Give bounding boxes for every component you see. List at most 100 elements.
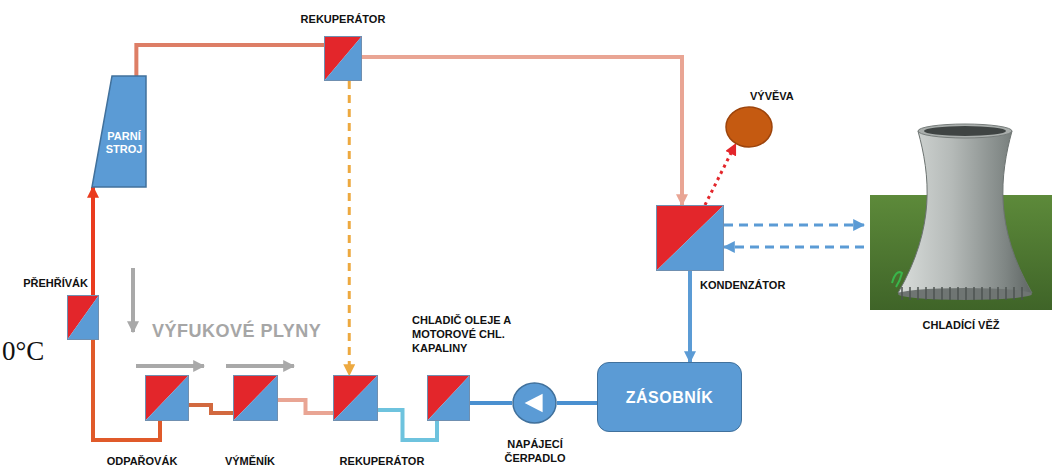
flow-connector — [705, 144, 736, 205]
flow-connector — [136, 45, 324, 76]
part-label: CHLADIČ OLEJE A MOTOROVÉ CHL. KAPALINY — [412, 314, 511, 354]
exhaust-arrow — [131, 268, 135, 332]
heat-exchanger-shape — [67, 295, 99, 340]
cold-side — [427, 375, 470, 421]
part-label: VÝMĚNÍK — [225, 455, 275, 467]
tower-column — [909, 287, 911, 300]
tower-base — [898, 288, 1032, 300]
steam-engine: PARNÍ STROJ — [88, 76, 150, 187]
heat-exchanger: REKUPERÁTOR — [333, 375, 378, 421]
part-label-box: CHLADÍCÍ VĚŽ — [870, 318, 1052, 332]
part-label: ODPAŘOVÁK — [107, 455, 178, 467]
flow-connector — [91, 187, 95, 295]
tower-column — [989, 287, 991, 300]
part-label-box: PŘEHŘÍVÁK — [3, 276, 88, 290]
hot-side — [333, 375, 378, 421]
box-border — [657, 206, 724, 271]
heat-exchanger-shape — [427, 375, 470, 421]
heat-exchanger-shape — [145, 375, 189, 421]
flow-connector — [278, 400, 333, 413]
flow-connector — [470, 401, 512, 405]
box-border — [68, 296, 99, 340]
temperature-label: 0°C — [2, 336, 44, 367]
part-label: KONDENZÁTOR — [700, 279, 785, 291]
tower-column — [957, 287, 959, 300]
round-body — [726, 107, 772, 147]
part-label-box: VÝMĚNÍK — [200, 454, 300, 468]
cold-side — [324, 36, 362, 81]
pump-triangle — [525, 394, 543, 412]
tower-opening — [924, 126, 1006, 136]
tower-column — [997, 287, 999, 300]
tower-column — [949, 287, 951, 300]
part-label: VÝVĚVA — [750, 90, 794, 102]
cold-side — [656, 205, 724, 271]
tower-column — [1005, 287, 1007, 300]
flow-connector — [688, 271, 692, 362]
hot-side — [324, 36, 362, 81]
tower-figure — [892, 272, 902, 287]
heat-exchanger: CHLADIČ OLEJE A MOTOROVÉ CHL. KAPALINY — [427, 375, 470, 421]
vacuum-pump-shape — [725, 106, 773, 148]
heat-exchanger-shape — [233, 375, 278, 421]
part-label-box: CHLADIČ OLEJE A MOTOROVÉ CHL. KAPALINY — [412, 313, 537, 355]
box-border — [146, 376, 189, 421]
heat-exchanger: PŘEHŘÍVÁK — [67, 295, 99, 340]
condenser-shape — [656, 205, 724, 271]
part-label-box: ODPAŘOVÁK — [87, 454, 197, 468]
heat-exchanger: ODPAŘOVÁK — [145, 375, 189, 421]
tower-column — [1013, 287, 1015, 300]
box-border — [325, 37, 362, 81]
part-label-box: REKUPERÁTOR — [288, 12, 398, 26]
exhaust-arrow — [226, 364, 294, 368]
part-label-box: NAPÁJECÍ ČERPADLO — [495, 437, 575, 465]
box-text-area: ZÁSOBNÍK — [598, 363, 741, 431]
hot-side — [67, 295, 99, 340]
feed-pump: NAPÁJECÍ ČERPADLO — [512, 382, 557, 424]
flow-label: VÝFUKOVÉ PLYNY — [152, 321, 321, 342]
heat-exchanger-shape — [324, 36, 362, 81]
cooling-tower: CHLADÍCÍ VĚŽ — [870, 115, 1052, 310]
heat-exchanger-shape — [333, 375, 378, 421]
engine-label: PARNÍ STROJ — [98, 130, 150, 156]
round-body — [513, 383, 556, 423]
condenser: KONDENZÁTOR — [656, 205, 724, 271]
tower-column — [901, 287, 903, 300]
heat-exchanger: REKUPERÁTOR — [324, 36, 362, 81]
box-border — [428, 376, 470, 421]
tower-column — [965, 287, 967, 300]
tower-column — [973, 287, 975, 300]
feed-pump-shape — [512, 382, 557, 424]
flow-connector — [557, 401, 597, 405]
vacuum-pump: VÝVĚVA — [725, 106, 773, 148]
hot-side — [233, 375, 278, 421]
tower-column — [941, 287, 943, 300]
tower-rim — [918, 124, 1012, 138]
tower-column — [933, 287, 935, 300]
part-label: PŘEHŘÍVÁK — [23, 277, 88, 289]
part-label: REKUPERÁTOR — [301, 13, 386, 25]
box-border — [334, 376, 378, 421]
box-border — [234, 376, 278, 421]
tower-column — [981, 287, 983, 300]
tower-column — [1021, 287, 1023, 300]
part-label: CHLADÍCÍ VĚŽ — [923, 319, 1000, 331]
cold-side — [145, 375, 189, 421]
hot-side — [145, 375, 189, 421]
tank-label: ZÁSOBNÍK — [626, 388, 714, 407]
part-label-box: REKUPERÁTOR — [327, 454, 437, 468]
cold-side — [67, 295, 99, 340]
cold-side — [333, 375, 378, 421]
flow-connector — [724, 246, 864, 249]
hot-side — [427, 375, 470, 421]
box-text-area: PARNÍ STROJ — [98, 98, 150, 187]
flow-connector — [348, 81, 351, 375]
cooling-tower-shape — [870, 115, 1052, 310]
hot-side — [656, 205, 724, 271]
flow-connector — [362, 57, 682, 205]
tower-column — [925, 287, 927, 300]
cold-side — [233, 375, 278, 421]
part-label: REKUPERÁTOR — [340, 455, 425, 467]
tower-shell — [898, 131, 1032, 293]
